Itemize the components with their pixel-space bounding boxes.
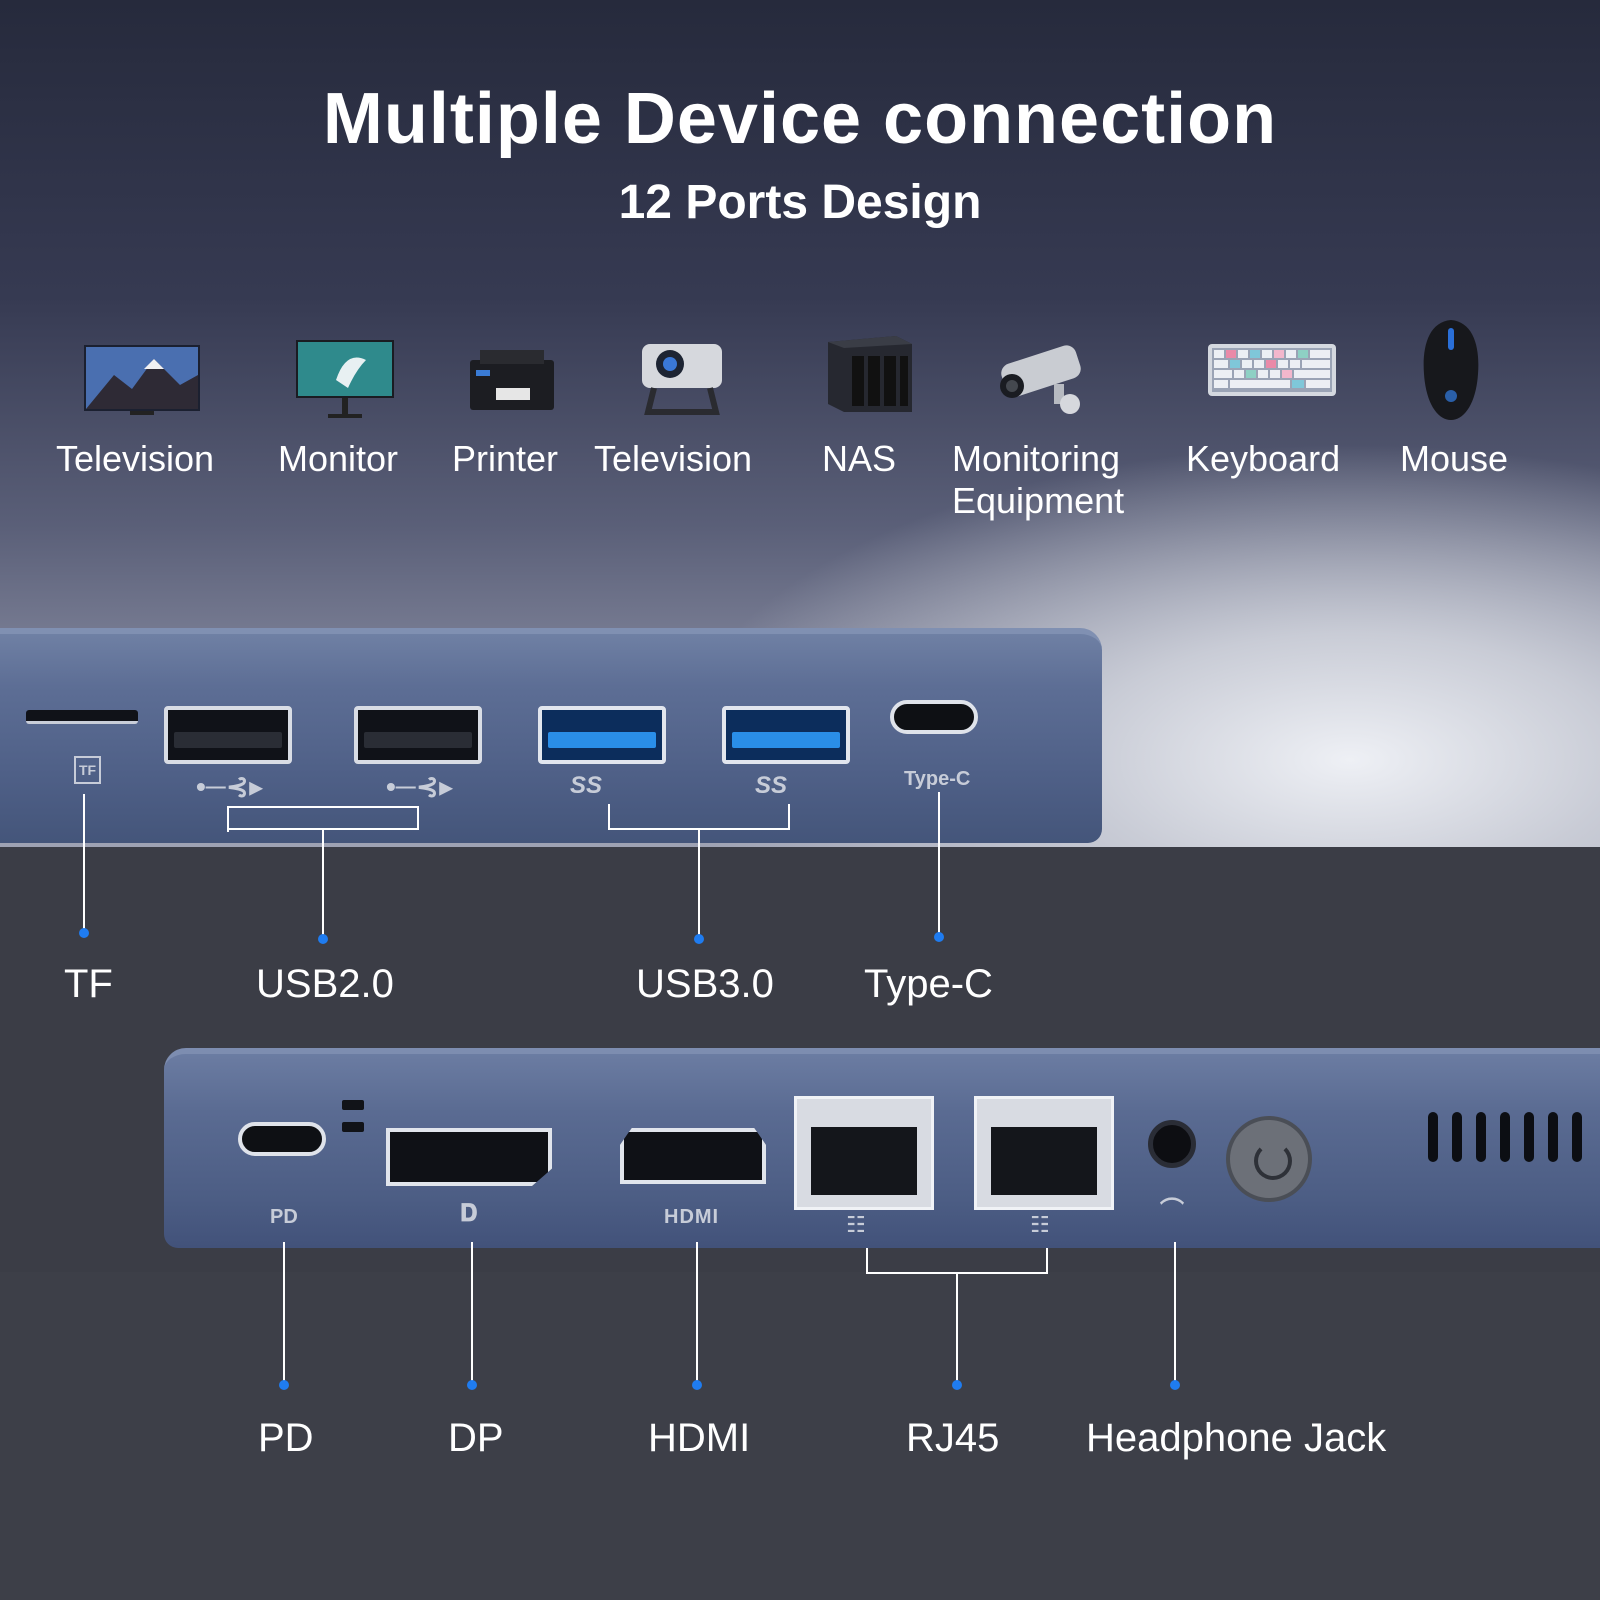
device-label-0: Television	[56, 438, 215, 479]
ss-marking-1: SS	[570, 772, 603, 799]
tf-leader-line	[83, 794, 85, 930]
usb2-bracket-left-v	[227, 806, 229, 830]
device-label-2: Printer	[452, 438, 559, 479]
vent-slot	[1476, 1112, 1486, 1162]
pd-port[interactable]	[238, 1122, 326, 1156]
hdmi-leader-line	[696, 1242, 698, 1386]
dp-leader-line	[471, 1242, 473, 1386]
hdmi-port[interactable]	[620, 1128, 766, 1184]
typec-leader-line	[938, 792, 940, 934]
vent-slot	[1572, 1112, 1582, 1162]
mouse-icon	[1423, 320, 1479, 420]
vent-slot	[1548, 1112, 1558, 1162]
pd-leader-dot	[279, 1380, 289, 1390]
device-label-4: NAS	[822, 438, 897, 479]
nas-icon	[828, 336, 912, 412]
tf-leader-dot	[79, 928, 89, 938]
vent-slot	[1524, 1112, 1534, 1162]
television-icon	[84, 345, 200, 415]
port-label-hdmi: HDMI	[648, 1416, 751, 1460]
usb2-port-2[interactable]	[354, 706, 482, 764]
usb3-port-2[interactable]	[722, 706, 850, 764]
tf-marking: TF	[74, 756, 102, 784]
port-label-rj45: RJ45	[906, 1416, 1000, 1460]
headphone-icon: ⌒	[1160, 1197, 1184, 1224]
usb3-bracket-left-v	[608, 804, 610, 830]
usb-symbol-icon: •─⊰▸	[196, 771, 264, 802]
page-subtitle: 12 Ports Design	[618, 176, 982, 229]
status-led-1	[342, 1100, 364, 1110]
vent-slot	[1428, 1112, 1438, 1162]
usb2-bracket-right-v	[417, 806, 419, 830]
network-icon: ☷	[1030, 1212, 1050, 1237]
headphone-leader-line	[1174, 1242, 1176, 1386]
port-label-pd: PD	[258, 1416, 314, 1460]
pd-leader-line	[283, 1242, 285, 1386]
typec-leader-dot	[934, 932, 944, 942]
rj45-bracket-right-v	[1046, 1248, 1048, 1274]
vent-slot	[1500, 1112, 1510, 1162]
printer-icon	[470, 350, 554, 410]
hdmi-leader-dot	[692, 1380, 702, 1390]
port-label-typec: Type-C	[864, 962, 993, 1006]
port-label-usb3: USB3.0	[636, 962, 774, 1006]
dp-leader-dot	[467, 1380, 477, 1390]
headphone-leader-dot	[1170, 1380, 1180, 1390]
network-icon: ☷	[846, 1212, 866, 1237]
ss-marking-2: SS	[755, 772, 788, 799]
tf-card-slot[interactable]	[26, 710, 138, 724]
usb2-port-1[interactable]	[164, 706, 292, 764]
keyboard-icon	[1208, 344, 1336, 396]
pd-marking: PD	[270, 1206, 298, 1228]
security-camera-icon	[1000, 345, 1081, 414]
vent-slot	[1452, 1112, 1462, 1162]
page-title: Multiple Device connection	[322, 79, 1278, 159]
rj45-port-2[interactable]	[974, 1096, 1114, 1210]
port-label-usb2: USB2.0	[256, 962, 394, 1006]
monitor-icon	[296, 340, 394, 418]
usb3-leader-line	[698, 828, 700, 938]
usb3-bracket-right-v	[788, 804, 790, 830]
typec-port[interactable]	[890, 700, 978, 734]
port-label-tf: TF	[64, 962, 113, 1006]
usb-symbol-icon: •─⊰▸	[386, 771, 454, 802]
device-label-1: Monitor	[278, 438, 399, 479]
rj45-bracket-left-v	[866, 1248, 868, 1274]
status-led-2	[342, 1122, 364, 1132]
device-label-5: Monitoring Equipment	[952, 438, 1125, 521]
rj45-port-1[interactable]	[794, 1096, 934, 1210]
device-label-3: Television	[594, 438, 753, 479]
power-button[interactable]	[1226, 1116, 1312, 1202]
port-label-dp: DP	[448, 1416, 504, 1460]
usb2-leader-dot	[318, 934, 328, 944]
device-label-7: Mouse	[1400, 438, 1509, 479]
projector-icon	[642, 344, 722, 415]
device-label-6: Keyboard	[1186, 438, 1341, 479]
headphone-jack[interactable]	[1148, 1120, 1196, 1168]
rj45-leader-dot	[952, 1380, 962, 1390]
port-label-headphone-jack: Headphone Jack	[1086, 1416, 1387, 1460]
displayport-icon: 𝐃	[460, 1200, 478, 1227]
usb3-leader-dot	[694, 934, 704, 944]
bottom-background	[0, 1272, 1600, 1600]
rj45-leader-line	[956, 1272, 958, 1386]
hdmi-marking: HDMI	[664, 1206, 720, 1228]
usb2-bracket	[227, 806, 419, 808]
usb2-leader-line	[322, 828, 324, 938]
usb3-port-1[interactable]	[538, 706, 666, 764]
displayport-port[interactable]	[386, 1128, 552, 1186]
typec-marking: Type-C	[904, 768, 971, 790]
